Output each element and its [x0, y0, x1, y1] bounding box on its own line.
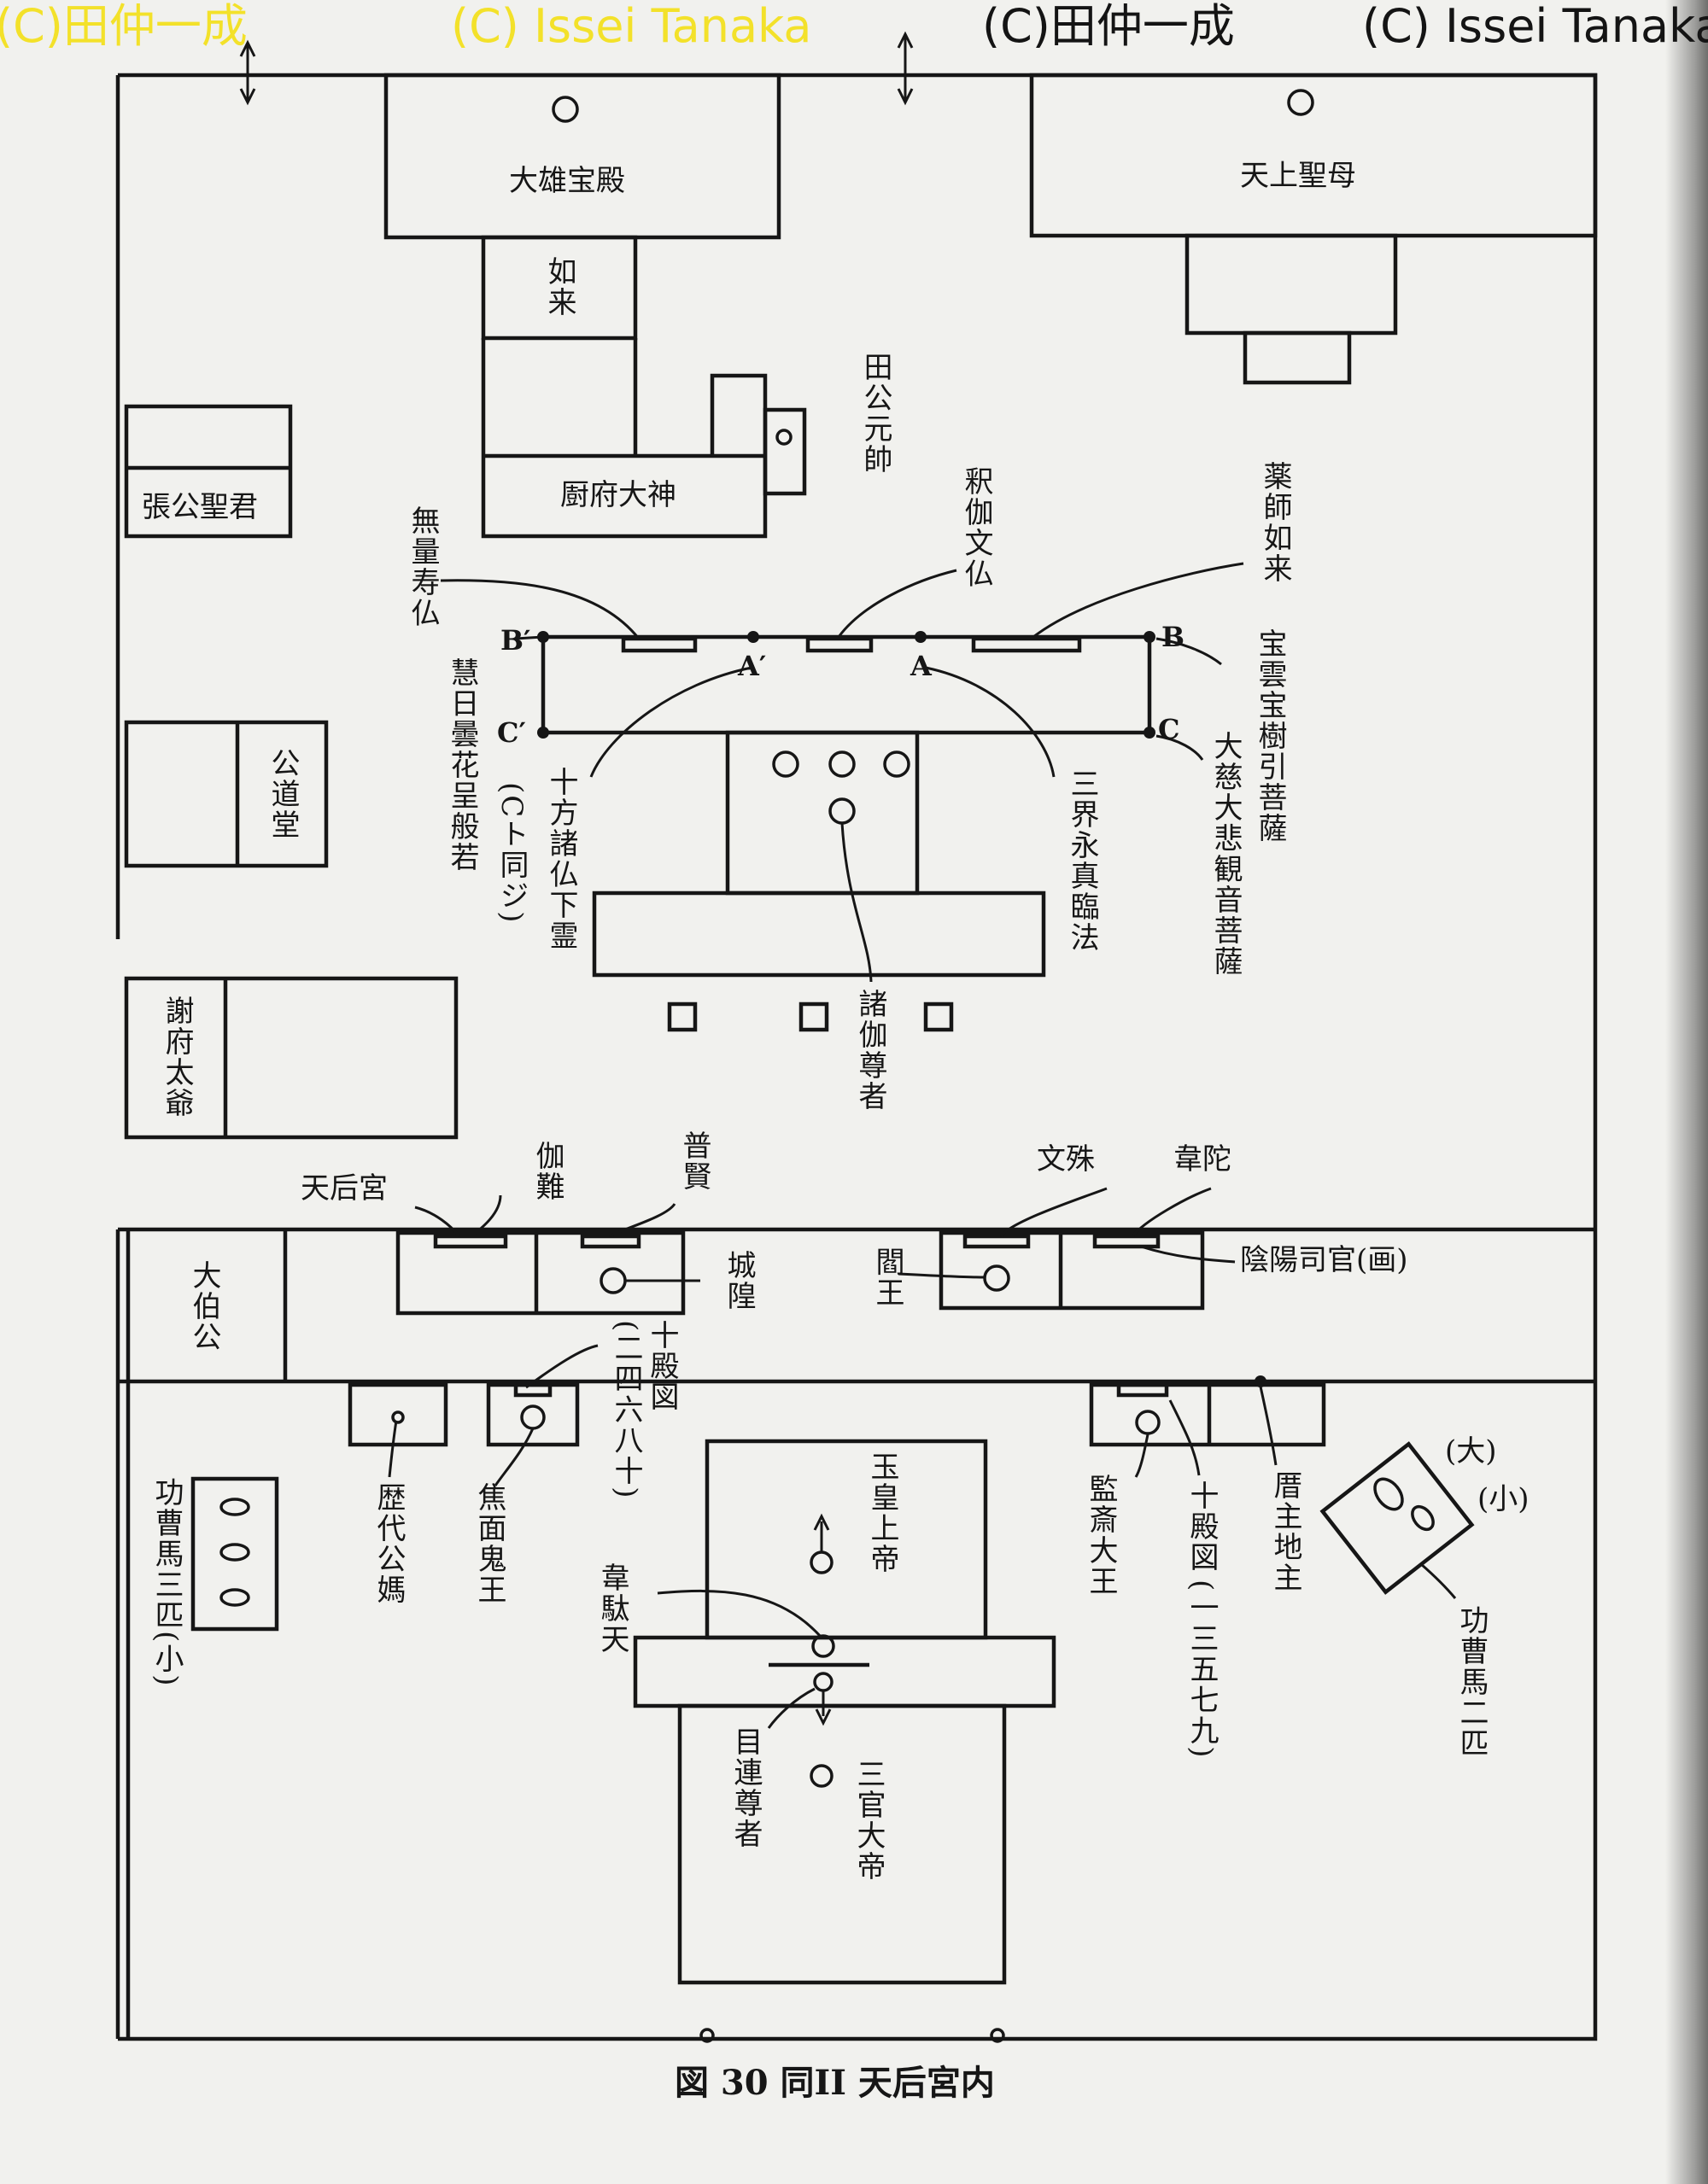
tenjo-annex-step: [1243, 330, 1352, 385]
label-tengo: 天后宮: [301, 1171, 388, 1206]
point-b: B: [1161, 621, 1185, 653]
front-table: [592, 891, 1046, 978]
label-yakushi: 薬師如来: [1258, 461, 1292, 584]
label-chokou: 張公聖君: [142, 490, 258, 524]
denkou-shrine: [763, 407, 807, 496]
label-jitten1-numbers: (二四六八十): [609, 1320, 643, 1500]
label-jouko: 城隍: [722, 1250, 756, 1311]
label-inyou: 陰陽司官(画): [1240, 1243, 1408, 1277]
label-rekidai: 歴代公媽: [371, 1482, 406, 1605]
point-a: A: [910, 650, 932, 682]
label-daiji: 大慈大悲観音菩薩: [1208, 731, 1243, 977]
point-c: C: [1158, 713, 1180, 745]
label-sankan: 三官大帝: [851, 1759, 886, 1882]
label-kousou3: 功曹馬三匹(小): [149, 1477, 184, 1688]
watermark-jp-yellow: (C)田仲一成: [0, 0, 248, 53]
entrance-arrow-right: [897, 31, 914, 106]
label-muryou: 無量寿仏: [406, 505, 440, 628]
label-tenjo: 天上聖母: [1240, 159, 1356, 193]
label-shaka: 釈伽文仏: [959, 466, 993, 589]
tengo-altar: [395, 1230, 686, 1316]
label-taihaku: 大伯公: [187, 1260, 221, 1352]
sankan-hall: [677, 1703, 1007, 1985]
label-idaten: 韋陀: [1173, 1142, 1231, 1177]
scan-edge-shadow: [1665, 0, 1708, 2184]
label-jitten1: 十殿図: [645, 1320, 679, 1412]
monju-altar: [939, 1230, 1205, 1311]
horse-box-three: [190, 1476, 279, 1632]
label-kansai: 監斎大王: [1084, 1474, 1118, 1597]
watermark-jp-black: (C)田仲一成: [982, 0, 1235, 53]
label-daiyu: 大雄宝殿: [509, 164, 625, 198]
label-ctodoji: (Cト同ジ): [494, 782, 529, 925]
label-fugen: 普賢: [677, 1130, 711, 1192]
label-shafu: 謝府太爺: [160, 996, 194, 1118]
label-shou: (小): [1477, 1482, 1530, 1516]
label-gyokukou: 玉皇上帝: [865, 1451, 899, 1574]
room-koudou: [124, 720, 329, 868]
point-b-prime: B′: [500, 624, 531, 657]
point-a-prime: A′: [738, 650, 767, 682]
cross-table: [633, 1635, 1056, 1708]
label-mokuren: 目連尊者: [728, 1726, 763, 1849]
hall-daiyu: [383, 73, 781, 240]
label-sangai: 三界永真臨法: [1065, 768, 1099, 953]
point-c-prime: C′: [497, 716, 526, 749]
watermark-en-black: (C) Issei Tanaka: [1362, 0, 1708, 53]
rekidai-shrine: [348, 1382, 448, 1447]
gyokukou-hall: [705, 1439, 988, 1640]
room-chokou: [124, 404, 293, 539]
room-shafu: [124, 976, 459, 1140]
label-kanan: 伽難: [530, 1141, 564, 1202]
horse-box-two: [1319, 1441, 1475, 1595]
label-monju: 文殊: [1037, 1142, 1095, 1177]
tenjo-annex: [1184, 233, 1398, 336]
label-nyorai: 如来: [542, 256, 576, 318]
label-idaten2: 韋駄天: [595, 1562, 629, 1655]
label-sahu: 㕑府大神: [560, 478, 676, 512]
label-kousou2: 功曹馬二匹: [1454, 1605, 1489, 1759]
label-shoka: 諸伽尊者: [853, 989, 887, 1112]
label-shoumen: 焦面鬼王: [472, 1482, 506, 1605]
label-denkou: 田公元帥: [858, 352, 892, 475]
label-tenshu: 厝主地主: [1268, 1470, 1302, 1593]
label-dai: (大): [1445, 1434, 1497, 1469]
label-enou: 閻王: [870, 1247, 904, 1308]
label-koudou: 公道堂: [266, 748, 300, 840]
label-jippou: 十方諸仏下霊: [544, 767, 578, 951]
label-eniji: 慧日曇花呈般若: [445, 657, 479, 873]
outer-wall: [115, 73, 1598, 2041]
watermark-en-yellow: (C) Issei Tanaka: [451, 0, 812, 53]
entrance-arrow-left: [239, 39, 256, 106]
nyorai-room: [481, 235, 638, 341]
label-jitten2: 十殿図: [1184, 1480, 1219, 1573]
figure-caption: 図 30 同II 天后宮内: [675, 2063, 995, 2103]
label-houun: 宝雲宝樹引菩薩: [1253, 628, 1287, 844]
label-jitten2-numbers: (一三五七九): [1184, 1580, 1219, 1760]
